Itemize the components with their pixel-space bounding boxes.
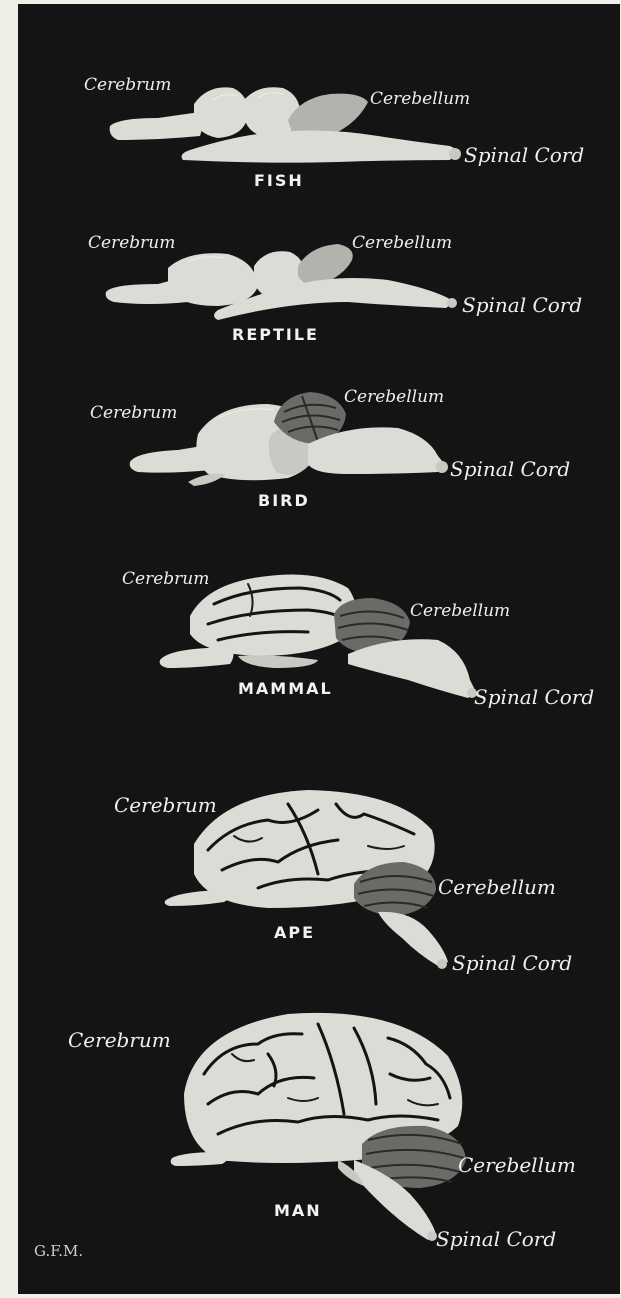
mammal-spinal-cord-label: Spinal Cord	[474, 685, 594, 709]
reptile-cerebrum-label: Cerebrum	[88, 233, 175, 253]
man-name: MAN	[274, 1201, 322, 1220]
reptile-cerebellum-label: Cerebellum	[352, 233, 452, 253]
bird-cerebrum-label: Cerebrum	[90, 403, 177, 423]
brain-comparison-plate: Cerebrum Cerebellum Spinal Cord FISH Cer…	[18, 4, 620, 1294]
artist-signature: G.F.M.	[34, 1242, 83, 1260]
fish-spinal-cord-label: Spinal Cord	[464, 143, 584, 167]
ape-cerebrum-label: Cerebrum	[114, 793, 217, 817]
man-cerebellum-label: Cerebellum	[458, 1153, 576, 1177]
ape-spinal-cord-label: Spinal Cord	[452, 951, 572, 975]
man-spinal-cord-label: Spinal Cord	[436, 1227, 556, 1251]
fish-name: FISH	[254, 171, 304, 190]
fish-cerebellum-label: Cerebellum	[370, 89, 470, 109]
reptile-spinal-cord-label: Spinal Cord	[462, 293, 582, 317]
man-cerebrum-label: Cerebrum	[68, 1028, 171, 1052]
mammal-name: MAMMAL	[238, 679, 333, 698]
fish-cerebrum-label: Cerebrum	[84, 75, 171, 95]
reptile-name: REPTILE	[232, 325, 319, 344]
reptile-brain	[106, 244, 457, 320]
bird-cerebellum-label: Cerebellum	[344, 387, 444, 407]
brain-diagram: Cerebrum Cerebellum Spinal Cord FISH Cer…	[18, 4, 620, 1294]
ape-cerebellum-label: Cerebellum	[438, 875, 556, 899]
bird-name: BIRD	[258, 491, 310, 510]
mammal-cerebrum-label: Cerebrum	[122, 569, 209, 589]
ape-name: APE	[274, 923, 315, 942]
bird-spinal-cord-label: Spinal Cord	[450, 457, 570, 481]
mammal-cerebellum-label: Cerebellum	[410, 601, 510, 621]
